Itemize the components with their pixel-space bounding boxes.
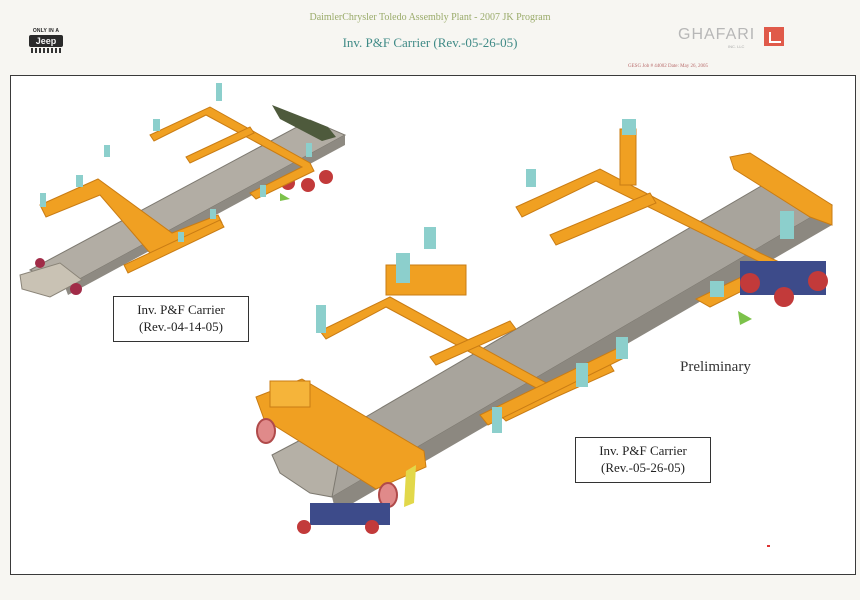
company-name: GHAFARI <box>678 26 756 43</box>
carrier-title: Inv. P&F Carrier (Rev.-05-26-05) <box>342 35 518 50</box>
old-clamp-1 <box>40 193 46 207</box>
red-mark <box>767 545 770 547</box>
callout-new-line2: (Rev.-05-26-05) <box>601 460 685 475</box>
carrier-new-rev-05-26-05 <box>255 119 833 534</box>
new-rear-frame <box>515 168 792 308</box>
callout-old-line2: (Rev.-04-14-05) <box>139 319 223 334</box>
new-rear-post <box>619 128 637 186</box>
new-rear-wheel-2 <box>774 287 794 307</box>
old-clamp-2 <box>76 175 83 187</box>
callout-new-line1: Inv. P&F Carrier <box>599 443 687 458</box>
old-clamp-4 <box>153 119 160 131</box>
jeep-logo: ONLY IN A Jeep <box>26 28 66 54</box>
new-clamp-7 <box>526 169 536 187</box>
ghafari-logo: GHAFARI INC. LLC <box>678 26 788 50</box>
old-clamp-3 <box>104 145 110 157</box>
callout-old-line1: Inv. P&F Carrier <box>137 302 225 317</box>
callout-new-carrier: Inv. P&F Carrier (Rev.-05-26-05) <box>575 437 711 483</box>
old-dark-bracket <box>272 105 336 141</box>
new-yellow-guide <box>404 465 416 507</box>
company-sub: INC. LLC <box>728 44 745 49</box>
new-clamp-8 <box>622 119 636 135</box>
new-clamp-1 <box>316 305 326 333</box>
new-front-wheel-left <box>256 418 276 444</box>
old-clamp-7 <box>210 209 216 219</box>
carrier-old-rev-04-14-05 <box>19 83 347 298</box>
new-beam-side <box>332 205 832 513</box>
old-frame-rear-rail <box>185 126 255 164</box>
job-date-line: GESG Job # 44002 Date: May 26, 2005 <box>628 64 708 69</box>
new-front-bogie <box>310 503 390 525</box>
jeep-logo-tagline: ONLY IN A <box>32 28 60 34</box>
page-header: ONLY IN A Jeep DaimlerChrysler Toledo As… <box>0 0 860 72</box>
new-rear-wheel-3 <box>808 271 828 291</box>
plant-title: DaimlerChrysler Toledo Assembly Plant - … <box>309 12 551 23</box>
new-green-tab <box>738 311 752 325</box>
jeep-grille-icon <box>31 48 61 53</box>
new-clamp-4 <box>492 407 502 433</box>
old-wheel-front <box>70 283 82 295</box>
old-clamp-5 <box>216 83 222 101</box>
old-wheel-rear-2 <box>301 178 315 192</box>
old-frame-front-rail <box>123 219 225 274</box>
new-clamp-9 <box>710 281 724 297</box>
old-beam-side <box>65 135 345 295</box>
new-clamp-10 <box>780 211 794 239</box>
old-clamp-6 <box>178 232 184 242</box>
old-beam-end <box>19 262 83 298</box>
new-clamp-3 <box>424 227 436 249</box>
new-bogie-wheel-1 <box>297 520 311 534</box>
new-mid-rail <box>429 320 517 366</box>
old-wheel-front-2 <box>35 258 45 268</box>
new-clamp-5 <box>576 363 588 387</box>
old-wheel-rear-3 <box>319 170 333 184</box>
new-clamp-2 <box>396 253 410 283</box>
new-rear-bracket <box>729 152 833 226</box>
old-clamp-8 <box>260 185 266 197</box>
carrier-drawing <box>19 83 833 534</box>
new-clamp-6 <box>616 337 628 359</box>
old-green-tab <box>280 193 290 201</box>
new-rear-wheel-1 <box>740 273 760 293</box>
callout-old-carrier: Inv. P&F Carrier (Rev.-04-14-05) <box>113 296 249 342</box>
jeep-logo-badge: Jeep <box>29 35 63 47</box>
new-bogie-wheel-2 <box>365 520 379 534</box>
old-clamp-9 <box>306 143 312 157</box>
old-frame-rear <box>149 106 315 200</box>
new-front-cart-box <box>269 380 311 408</box>
new-rear-rail <box>549 192 657 246</box>
preliminary-label: Preliminary <box>680 359 751 375</box>
ghafari-mark-icon <box>764 27 784 46</box>
